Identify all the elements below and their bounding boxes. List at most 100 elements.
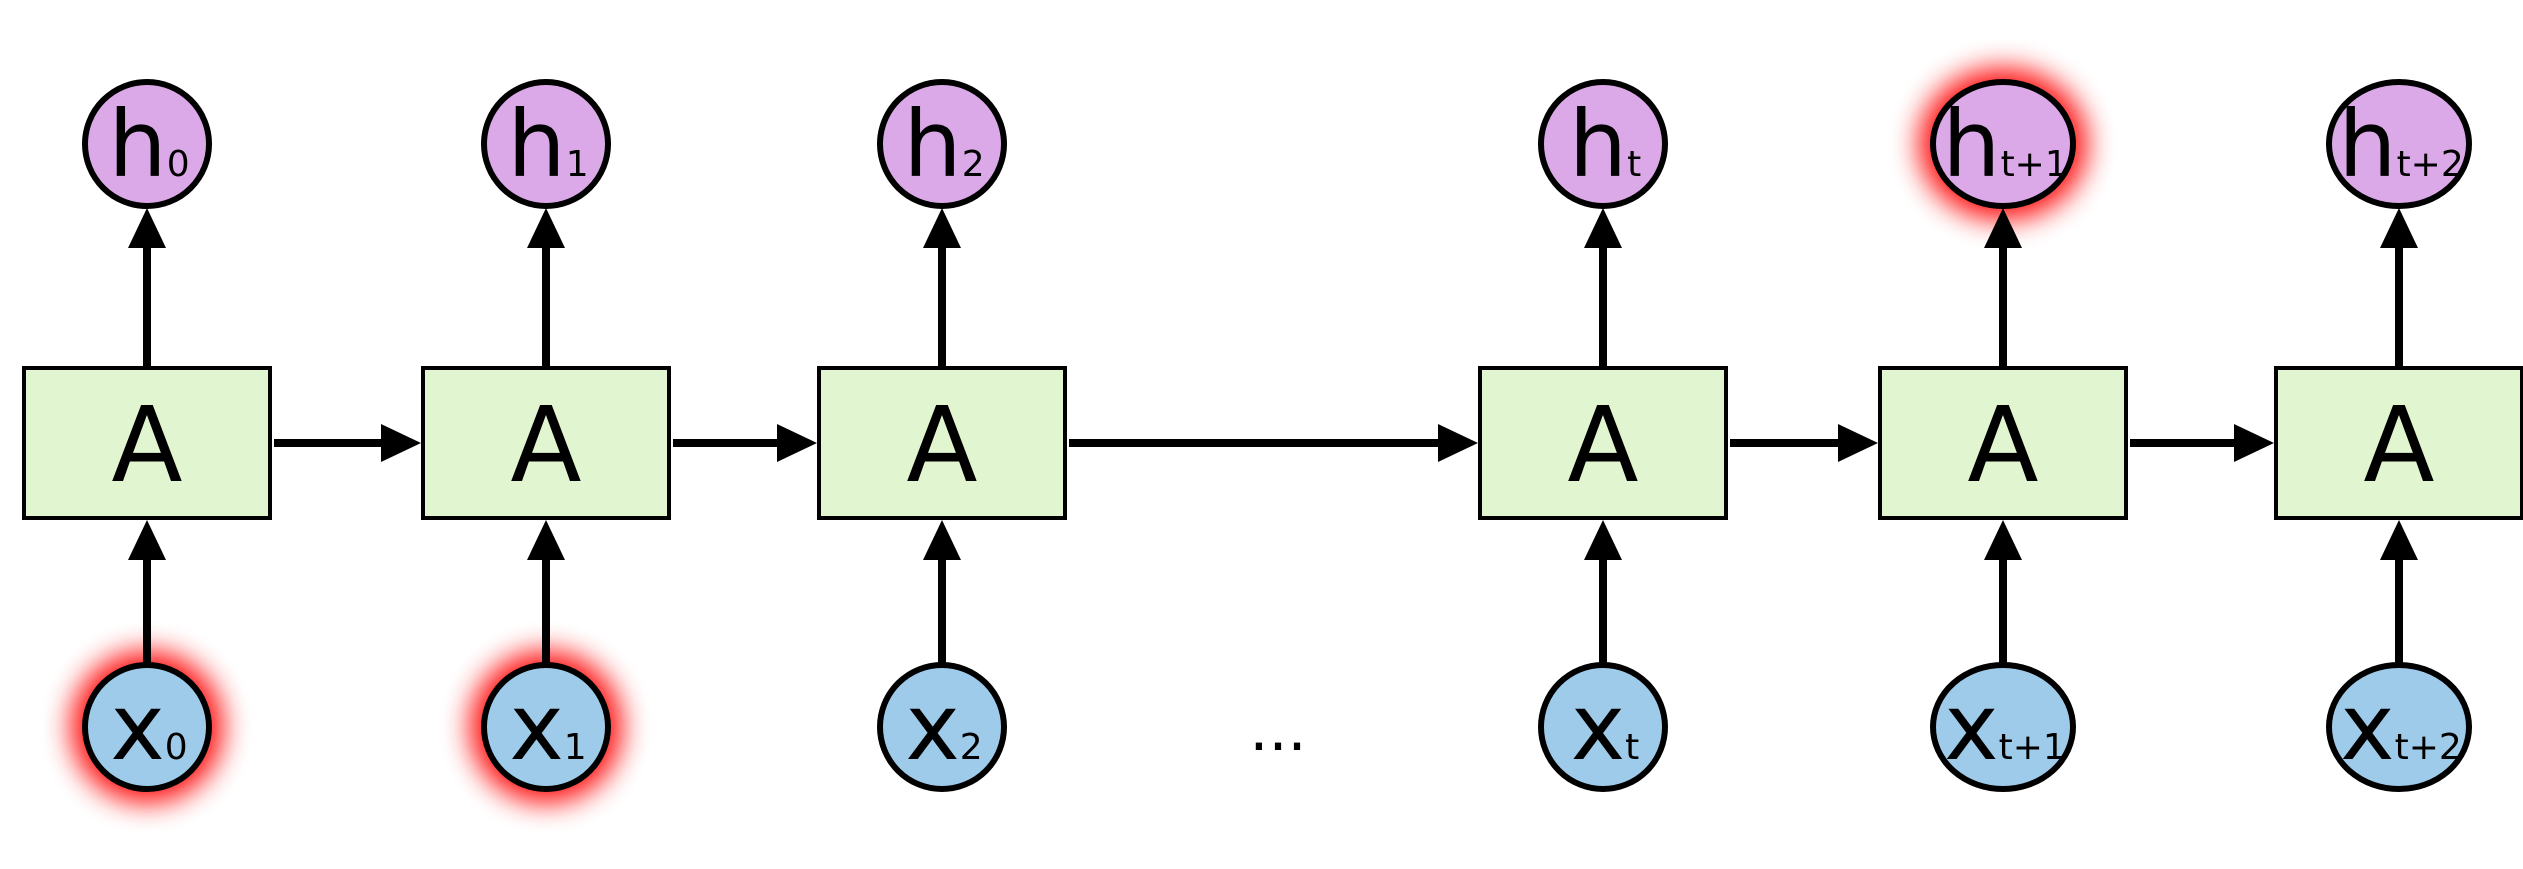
- rnn-cell-box-0: [22, 366, 272, 520]
- rnn-cell-3: A: [1478, 366, 1728, 520]
- input-arrow-5-head: [2380, 520, 2418, 560]
- input-circle-4: [1930, 662, 2076, 792]
- rnn-cell-box-2: [817, 366, 1067, 520]
- output-arrow-2-head: [923, 208, 961, 248]
- hidden-state-label-1: h1: [507, 91, 588, 198]
- output-arrow-2: [923, 208, 961, 366]
- hidden-state-label-5: ht+2: [2338, 91, 2464, 198]
- hidden-state-circle-1: [481, 79, 611, 209]
- input-arrow-0: [128, 520, 166, 665]
- recurrent-arrow-1: [673, 424, 817, 462]
- output-arrow-0-head: [128, 208, 166, 248]
- hidden-state-label-3: ht: [1569, 91, 1641, 198]
- arrows-layer: [128, 208, 2418, 665]
- rnn-cell-box-5: [2274, 366, 2523, 520]
- sequence-ellipsis: ...: [1249, 695, 1306, 765]
- hidden-state-circle-4: [1930, 79, 2076, 209]
- input-node-1: x1: [481, 662, 611, 792]
- hidden-state-subscript-2: 2: [962, 144, 985, 185]
- hidden-state-letter-3: h: [1569, 91, 1627, 198]
- input-arrow-4-head: [1984, 520, 2022, 560]
- rnn-cell-label-1: A: [510, 384, 581, 506]
- recurrent-arrow-4: [2130, 424, 2274, 462]
- input-arrow-3: [1584, 520, 1622, 665]
- input-subscript-4: t+1: [1999, 727, 2066, 768]
- rnn-cell-label-2: A: [906, 384, 977, 506]
- output-arrow-3: [1584, 208, 1622, 366]
- input-label-2: x2: [905, 674, 982, 781]
- input-circle-1: [481, 662, 611, 792]
- rnn-cell-1: A: [421, 366, 671, 520]
- rnn-cell-label-0: A: [111, 384, 182, 506]
- input-arrow-4: [1984, 520, 2022, 665]
- hidden-state-label-4: ht+1: [1942, 91, 2068, 198]
- hidden-state-subscript-3: t: [1627, 144, 1641, 185]
- output-arrow-4: [1984, 208, 2022, 366]
- input-subscript-3: t: [1625, 727, 1639, 768]
- hidden-state-label-0: h0: [108, 91, 189, 198]
- recurrent-arrow-4-head: [2234, 424, 2274, 462]
- hidden-state-subscript-5: t+2: [2397, 144, 2464, 185]
- input-arrow-5: [2380, 520, 2418, 665]
- input-subscript-2: 2: [960, 727, 983, 768]
- output-arrow-0: [128, 208, 166, 366]
- input-arrow-2: [923, 520, 961, 665]
- output-arrow-1: [527, 208, 565, 366]
- rnn-cell-5: A: [2274, 366, 2523, 520]
- hidden-state-circle-0: [82, 79, 212, 209]
- hidden-state-letter-1: h: [507, 91, 565, 198]
- recurrent-arrow-1-head: [777, 424, 817, 462]
- rnn-cell-label-3: A: [1567, 384, 1638, 506]
- hidden-state-node-5: ht+2: [2326, 79, 2472, 209]
- hidden-state-node-1: h1: [481, 79, 611, 209]
- output-arrow-1-head: [527, 208, 565, 248]
- input-label-3: xt: [1571, 674, 1640, 781]
- recurrent-arrow-0-head: [381, 424, 421, 462]
- input-letter-0: x: [110, 674, 164, 781]
- hidden-state-letter-0: h: [108, 91, 166, 198]
- recurrent-arrow-3-head: [1838, 424, 1878, 462]
- recurrent-arrow-2-head: [1438, 424, 1478, 462]
- input-circle-3: [1538, 662, 1668, 792]
- input-arrow-0-head: [128, 520, 166, 560]
- hidden-state-circle-3: [1538, 79, 1668, 209]
- hidden-state-subscript-0: 0: [167, 144, 190, 185]
- output-arrow-5: [2380, 208, 2418, 366]
- hidden-state-label-2: h2: [903, 91, 984, 198]
- output-arrow-3-head: [1584, 208, 1622, 248]
- recurrent-arrow-3: [1730, 424, 1878, 462]
- hidden-state-circle-5: [2326, 79, 2472, 209]
- hidden-state-letter-5: h: [2338, 91, 2396, 198]
- input-circle-0: [82, 662, 212, 792]
- recurrent-arrow-2: [1069, 424, 1478, 462]
- input-subscript-1: 1: [564, 727, 587, 768]
- input-arrow-1-head: [527, 520, 565, 560]
- input-letter-3: x: [1571, 674, 1625, 781]
- recurrent-arrow-0: [274, 424, 421, 462]
- hidden-state-subscript-1: 1: [566, 144, 589, 185]
- rnn-cell-label-5: A: [2363, 384, 2434, 506]
- hidden-state-node-3: ht: [1538, 79, 1668, 209]
- highlight-glow-layer: [71, 68, 2087, 803]
- hidden-state-node-0: h0: [82, 79, 212, 209]
- input-node-5: xt+2: [2326, 662, 2472, 792]
- input-letter-1: x: [509, 674, 563, 781]
- rnn-cell-0: A: [22, 366, 272, 520]
- input-letter-2: x: [905, 674, 959, 781]
- input-node-2: x2: [877, 662, 1007, 792]
- input-label-1: x1: [509, 674, 586, 781]
- output-arrow-4-head: [1984, 208, 2022, 248]
- hidden-state-node-4: ht+1: [1930, 79, 2076, 209]
- input-arrow-3-head: [1584, 520, 1622, 560]
- rnn-cell-box-3: [1478, 366, 1728, 520]
- hidden-state-letter-2: h: [903, 91, 961, 198]
- hidden-state-subscript-4: t+1: [2001, 144, 2068, 185]
- rnn-cell-box-4: [1878, 366, 2128, 520]
- input-letter-4: x: [1944, 674, 1998, 781]
- hidden-state-node-2: h2: [877, 79, 1007, 209]
- input-subscript-0: 0: [165, 727, 188, 768]
- hidden-state-letter-4: h: [1942, 91, 2000, 198]
- input-label-0: x0: [110, 674, 187, 781]
- input-subscript-5: t+2: [2395, 727, 2462, 768]
- input-letter-5: x: [2340, 674, 2394, 781]
